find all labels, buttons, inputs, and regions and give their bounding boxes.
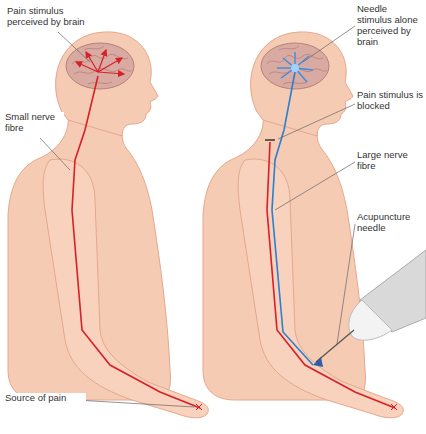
callout-label: Needle stimulus alone perceived by brain bbox=[356, 4, 424, 48]
callout-label: Small nerve fibre bbox=[4, 112, 64, 134]
acupuncture-needle bbox=[316, 330, 354, 362]
needle-arrowhead bbox=[313, 357, 323, 367]
callout-label: Acupuncture needle bbox=[356, 212, 424, 234]
human-figure bbox=[8, 32, 208, 418]
large-nerve-fibre bbox=[272, 72, 313, 365]
callout-label: Pain stimulus is blocked bbox=[356, 90, 424, 112]
leader-lines bbox=[40, 26, 355, 407]
small-nerve-fibre bbox=[72, 76, 200, 408]
small-nerve-fibre bbox=[267, 142, 395, 408]
practitioner-hand bbox=[349, 300, 392, 340]
callout-label: Source of pain bbox=[4, 393, 86, 404]
needle-burst bbox=[277, 52, 313, 82]
needle-burst-centre bbox=[291, 64, 299, 72]
pain-arrows bbox=[76, 50, 124, 74]
pain-source-mark bbox=[391, 404, 397, 410]
block-mark bbox=[265, 139, 275, 141]
callout-label: Pain stimulus perceived by brain bbox=[6, 6, 100, 28]
callout-label: Large nerve fibre bbox=[356, 150, 424, 172]
pain-source-mark bbox=[196, 404, 202, 410]
